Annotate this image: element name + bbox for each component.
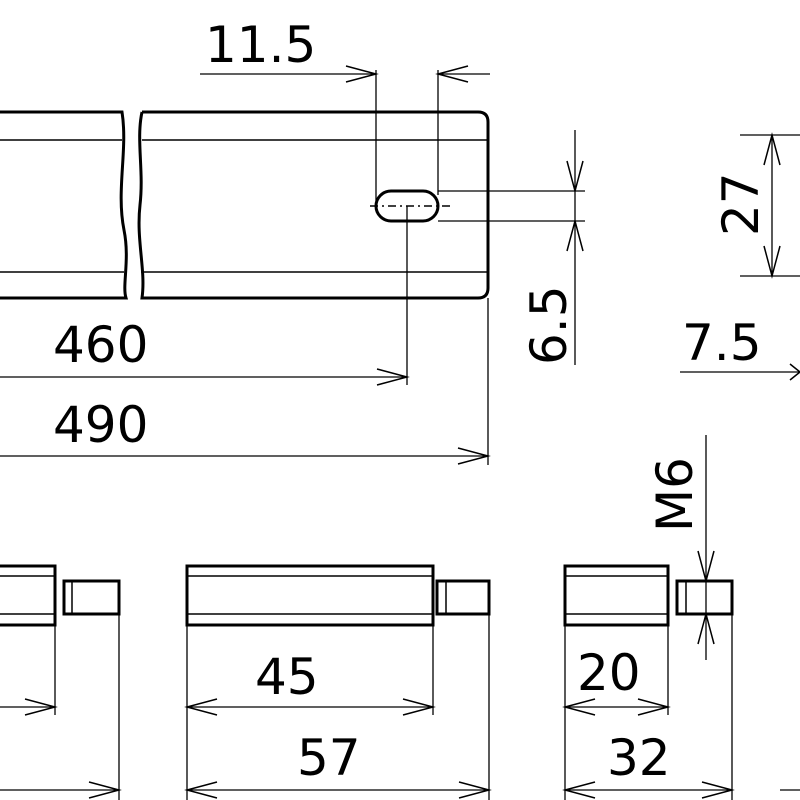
dim-bolt-right-body: 20 xyxy=(562,644,671,716)
bolt-left xyxy=(0,564,122,800)
dim-rail-height: 27 xyxy=(712,132,800,279)
dim-thread: M6 xyxy=(646,435,720,660)
dim-hole-distance-label: 460 xyxy=(53,316,148,374)
dim-bolt-mid-body: 45 xyxy=(184,648,436,716)
dim-hole-distance: 460 xyxy=(0,206,410,386)
dim-bolt-right-total: 32 xyxy=(562,729,735,799)
break-line-left xyxy=(120,111,128,299)
dim-slot-pitch: 11.5 xyxy=(200,16,490,206)
dim-rail-height-label: 27 xyxy=(712,172,770,236)
dim-bolt-right-body-label: 20 xyxy=(577,644,641,702)
dim-bolt-right-total-label: 32 xyxy=(607,729,671,787)
dim-slot-pitch-label: 11.5 xyxy=(205,16,316,74)
rail-drawing xyxy=(0,110,490,300)
dim-bolt-mid-total-label: 57 xyxy=(297,729,361,787)
dim-slot-width-label: 6.5 xyxy=(520,285,578,365)
dim-bolt-mid-body-label: 45 xyxy=(255,648,319,706)
bolt-middle xyxy=(185,564,491,800)
dim-rail-length: 490 xyxy=(0,298,491,465)
dim-bolt-mid-total: 57 xyxy=(184,729,492,799)
dim-thread-label: M6 xyxy=(646,457,704,532)
dim-edge-offset: 7.5 xyxy=(680,314,800,381)
rail-outline-right xyxy=(137,110,490,300)
dim-rail-length-label: 490 xyxy=(53,396,148,454)
dim-slot-width: 6.5 xyxy=(438,130,585,365)
dim-edge-offset-label: 7.5 xyxy=(682,314,762,372)
